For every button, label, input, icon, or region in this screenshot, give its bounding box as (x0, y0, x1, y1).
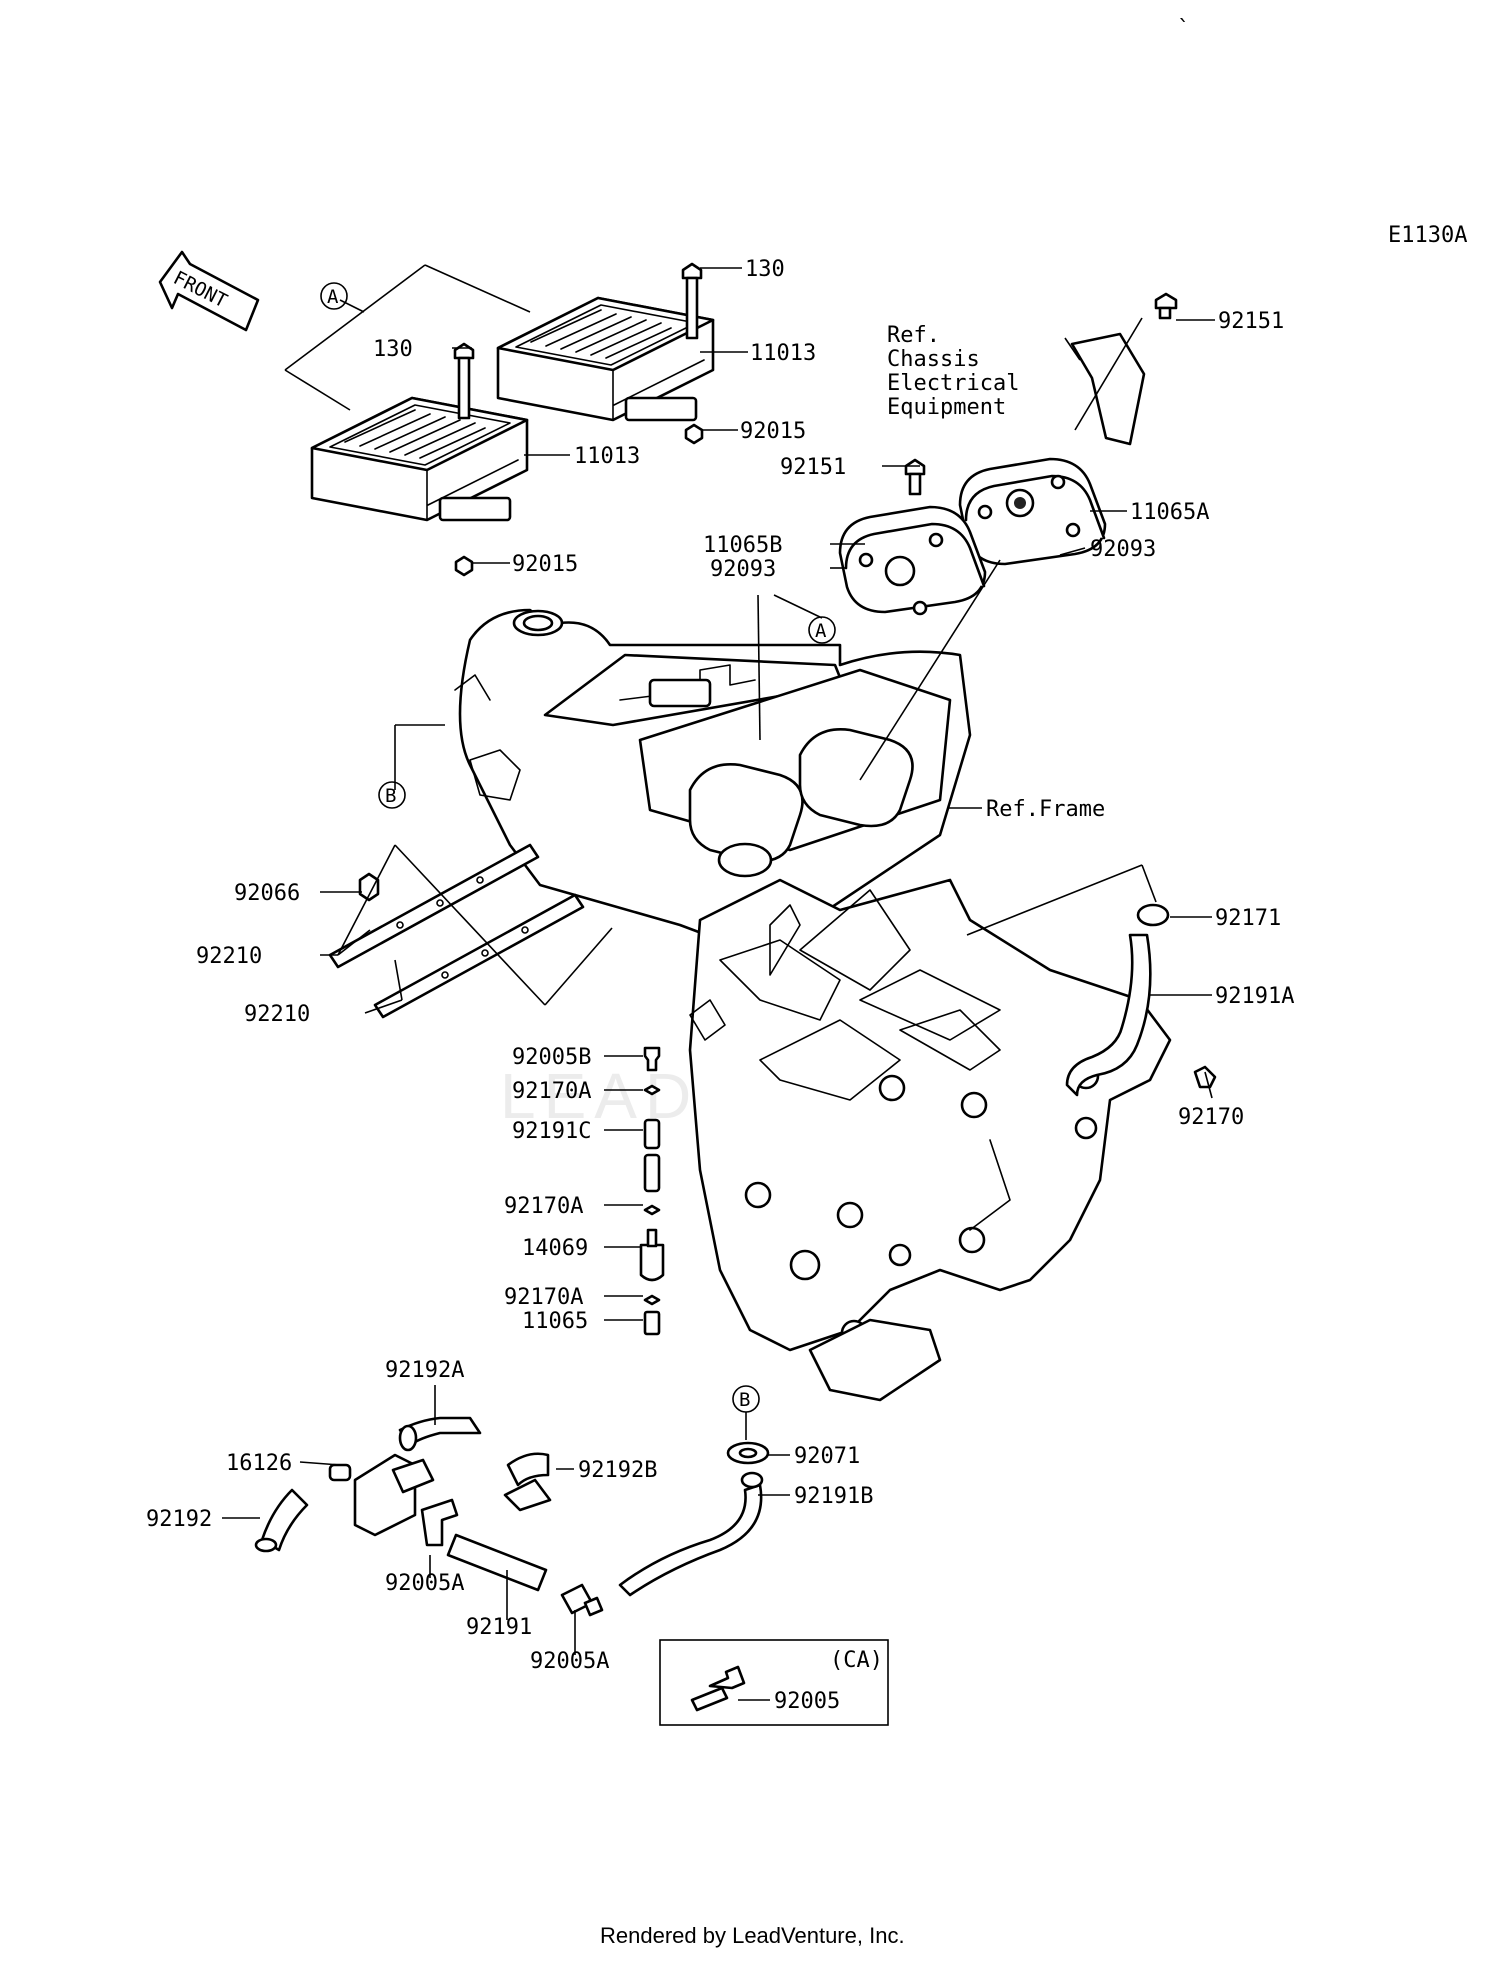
label-11065A: 11065A (1130, 500, 1209, 525)
callout-a-lines-mid (757, 594, 823, 741)
label-92191C: 92191C (512, 1119, 591, 1144)
label-92071: 92071 (794, 1444, 860, 1469)
nut-92015-left (454, 555, 474, 577)
bolt-92151-mid (904, 458, 926, 496)
label-92015-right: 92015 (740, 419, 806, 444)
label-130-right: 130 (745, 257, 785, 282)
ecu-unit-right (496, 296, 715, 422)
label-92210-b: 92210 (244, 1002, 310, 1027)
label-92192B: 92192B (578, 1458, 657, 1483)
footer-credit: Rendered by LeadVenture, Inc. (600, 1923, 905, 1948)
label-92192A: 92192A (385, 1358, 464, 1383)
leader-lines (222, 267, 1215, 1655)
airbox-body (454, 608, 972, 957)
ref-chassis-line1: Ref. (887, 323, 940, 348)
hose-92191B (618, 1471, 764, 1597)
hose-92191A (1065, 903, 1217, 1097)
label-11013-right: 11013 (750, 341, 816, 366)
ref-chassis-line3: Electrical (887, 371, 1019, 396)
label-92093-left: 92093 (710, 557, 776, 582)
hose-92192A (398, 1416, 482, 1452)
label-92170A-3: 92170A (504, 1285, 583, 1310)
label-92005: 92005 (774, 1689, 840, 1714)
label-92191: 92191 (466, 1615, 532, 1640)
callout-a-circle-mid (808, 616, 836, 644)
callout-a-top: A (327, 286, 339, 308)
label-130-left: 130 (373, 337, 413, 362)
ref-chassis-line2: Chassis (887, 347, 980, 372)
ecu-unit-left (310, 396, 529, 522)
label-92170A-2: 92170A (504, 1194, 583, 1219)
label-92151-top: 92151 (1218, 309, 1284, 334)
ca-box: (CA) (659, 1639, 889, 1726)
strip-92210 (328, 843, 585, 1019)
grommet-92071 (726, 1441, 770, 1465)
label-92093-right: 92093 (1090, 537, 1156, 562)
label-16126: 16126 (226, 1451, 292, 1476)
label-92005A-left: 92005A (385, 1571, 464, 1596)
hose-leader-92171 (1141, 864, 1157, 903)
diagram-code: E1130A (1388, 223, 1467, 248)
strip-leader-lines (394, 844, 613, 1006)
label-11065: 11065 (522, 1309, 588, 1334)
label-11013-left: 11013 (574, 444, 640, 469)
label-92005B: 92005B (512, 1045, 591, 1070)
hose-92192B (503, 1452, 552, 1512)
label-92066: 92066 (234, 881, 300, 906)
bolt-130-right (681, 262, 703, 340)
hose-92191 (446, 1533, 548, 1592)
hose-92192 (254, 1488, 309, 1553)
label-92210-a: 92210 (196, 944, 262, 969)
bolt-130-left (453, 342, 475, 420)
frame (688, 878, 1172, 1402)
ca-label: (CA) (830, 1648, 883, 1673)
callout-a-bracket (284, 264, 531, 411)
label-92015-left: 92015 (512, 552, 578, 577)
filter-stack (639, 1046, 665, 1336)
label-92151-mid: 92151 (780, 455, 846, 480)
ref-chassis-line4: Equipment (887, 395, 1006, 420)
elbow-92005A-left (420, 1498, 459, 1547)
label-11065B: 11065B (703, 533, 782, 558)
callout-a-circle-top (320, 282, 348, 310)
callout-b-top: B (385, 785, 396, 807)
label-92005A-right: 92005A (530, 1649, 609, 1674)
callout-b-lines (394, 724, 445, 790)
callout-a-mid: A (815, 620, 827, 642)
label-92192: 92192 (146, 1507, 212, 1532)
clip-92066 (358, 872, 380, 902)
label-92170A-1: 92170A (512, 1079, 591, 1104)
valve-16126 (328, 1453, 435, 1537)
label-92191B: 92191B (794, 1484, 873, 1509)
mount-11065B (838, 505, 987, 616)
elbow-92005A-right (560, 1583, 604, 1617)
label-ref-frame: Ref.Frame (986, 797, 1105, 822)
label-92170: 92170 (1178, 1105, 1244, 1130)
stray-mark: ` (1177, 17, 1190, 42)
label-92191A: 92191A (1215, 984, 1294, 1009)
front-arrow-icon: FRONT (158, 250, 260, 332)
callout-b-circle-top (378, 781, 406, 809)
nut-92015-right (684, 423, 704, 445)
hose-leader-92191A (966, 864, 1143, 936)
callout-b-bottom: B (739, 1389, 750, 1411)
mount-11065A (958, 457, 1107, 566)
label-14069: 14069 (522, 1236, 588, 1261)
ref-chassis-bracket (1064, 292, 1178, 446)
label-92171: 92171 (1215, 906, 1281, 931)
